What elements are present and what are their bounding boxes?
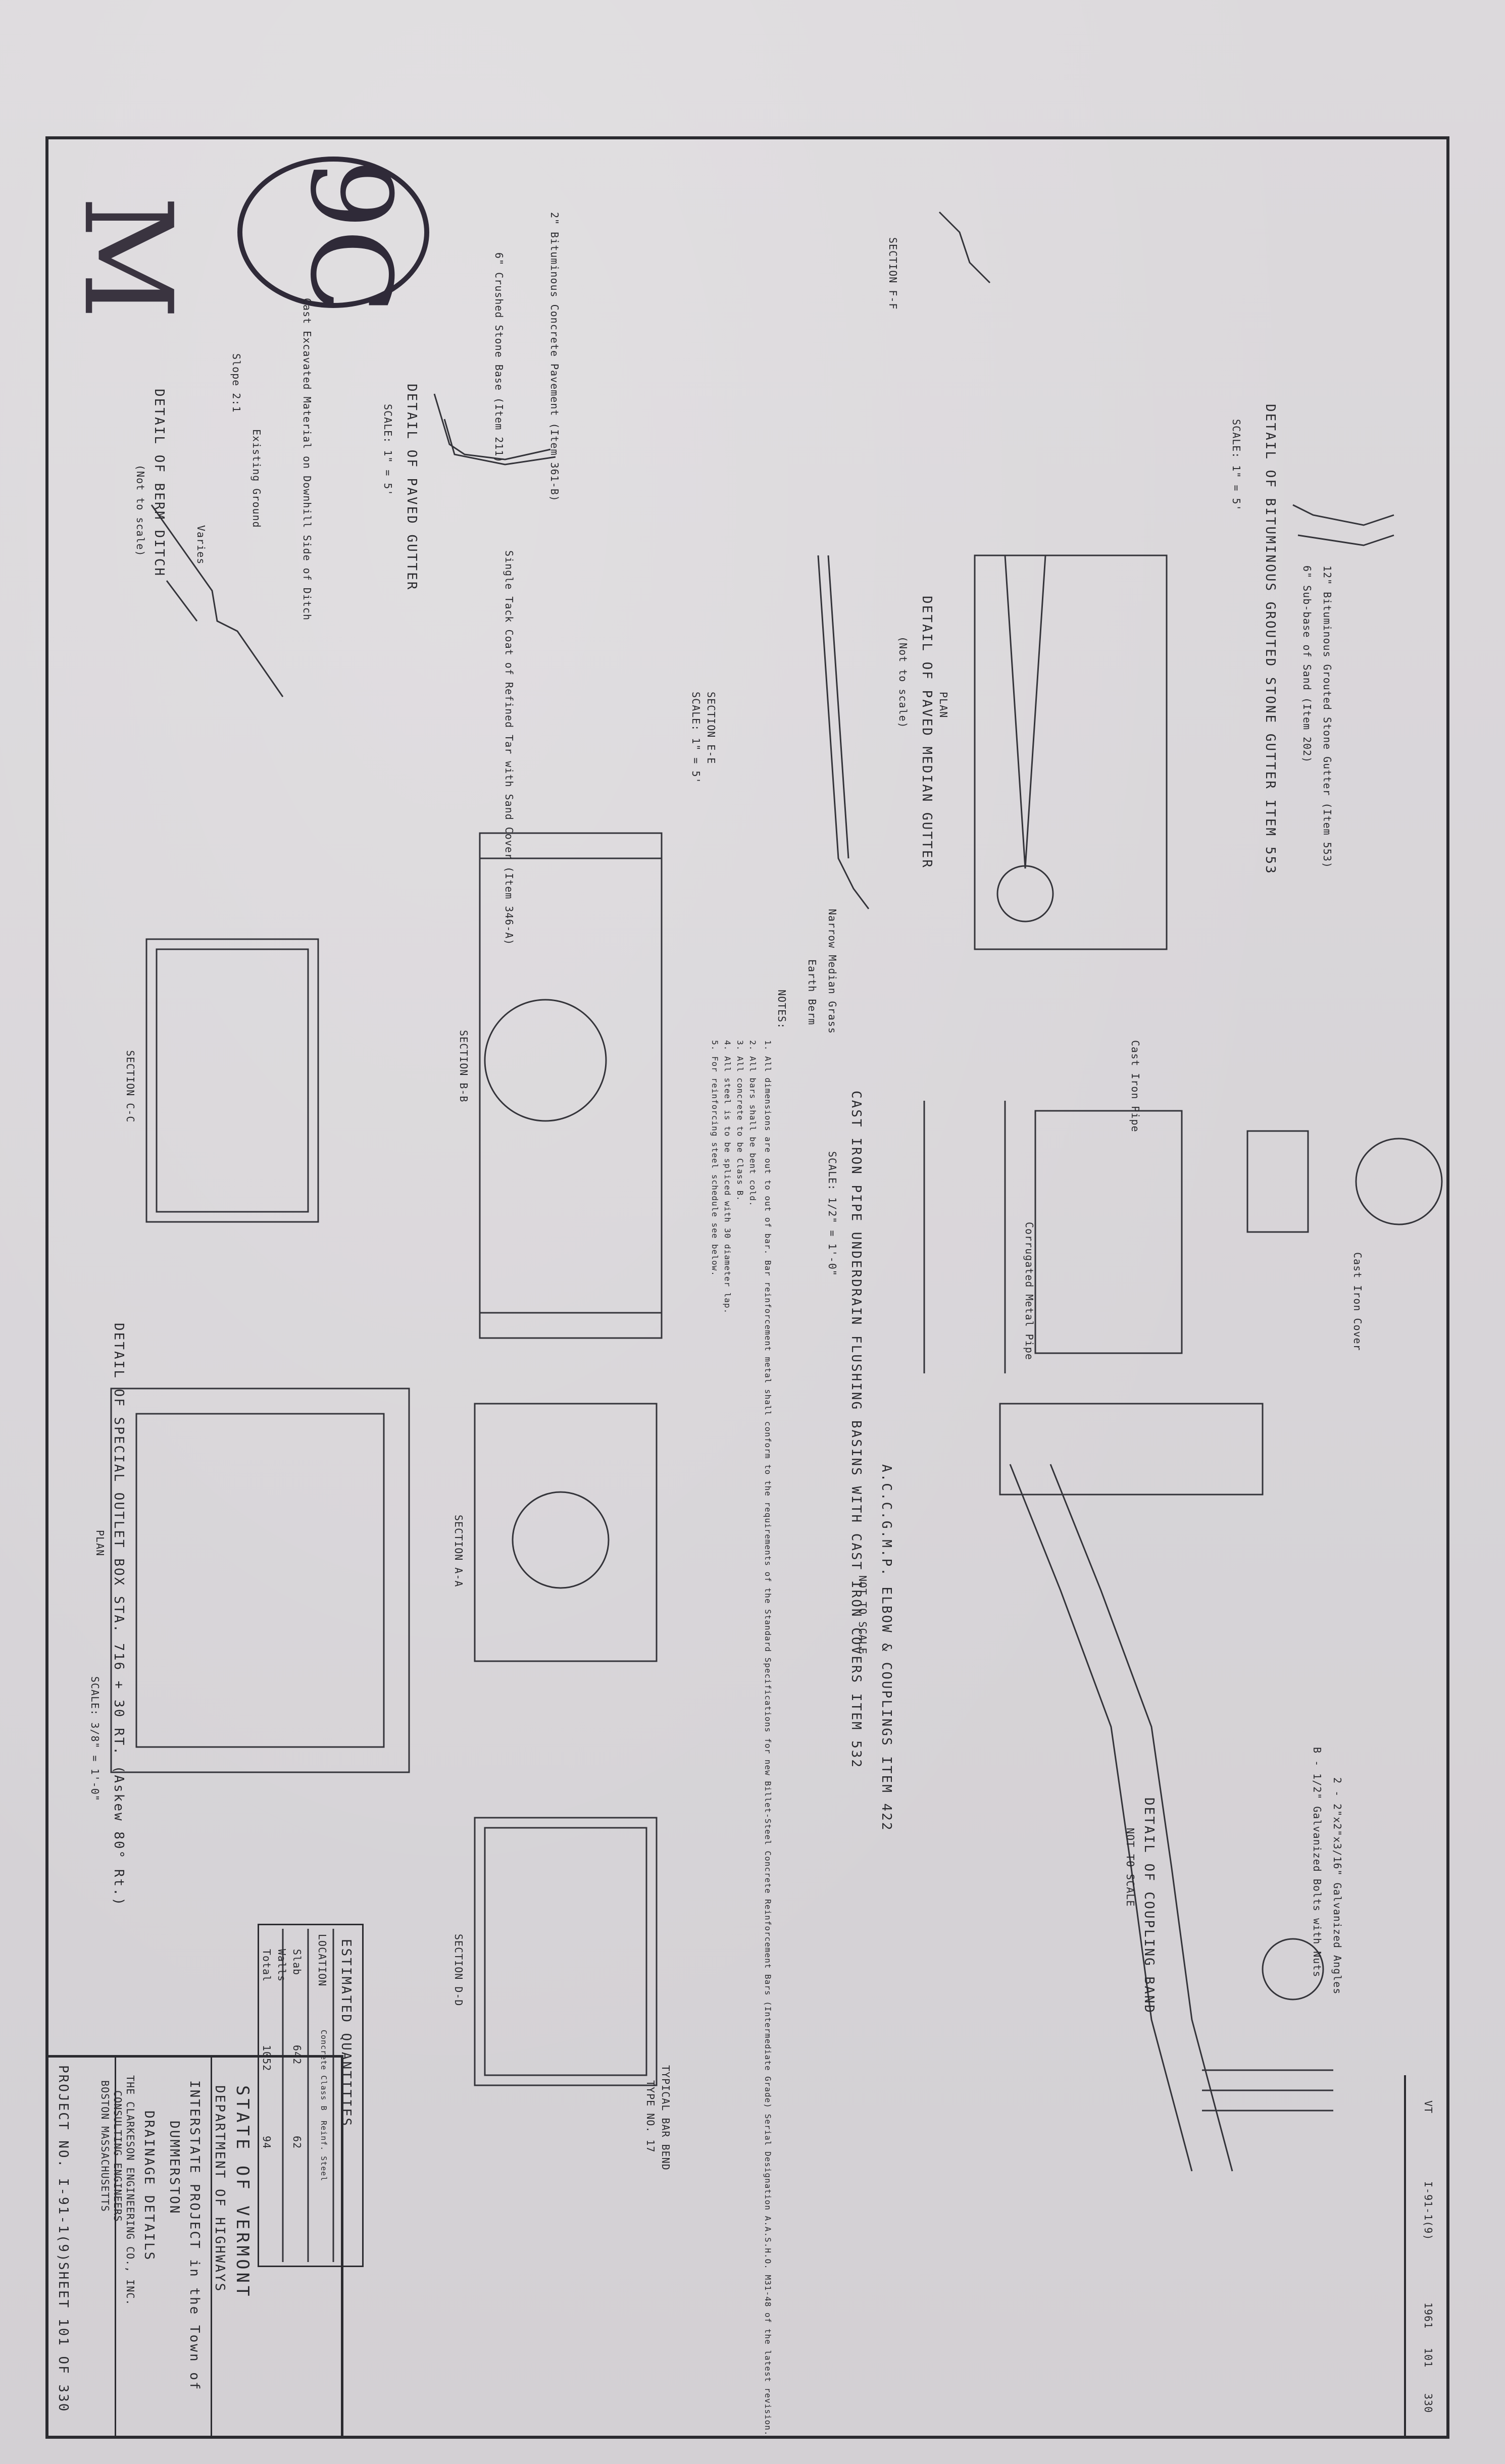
section-ee-label: SECTION E-E bbox=[705, 692, 717, 764]
coupling-band-angles: 2 - 2"x2"x3/16" Galvanized Angles bbox=[1331, 1777, 1343, 1995]
underdrain-cover: Cast Iron Cover bbox=[1351, 1252, 1364, 1351]
underdrain-scale: SCALE: 1/2" = 1'-0" bbox=[826, 1151, 838, 1276]
tb-dept: DEPARTMENT OF HIGHWAYS bbox=[212, 2085, 227, 2293]
tb-state: STATE OF VERMONT bbox=[232, 2085, 253, 2299]
paved-gutter-profile bbox=[433, 393, 551, 460]
tb-project-no: PROJECT NO. I-91-1(9) bbox=[56, 2065, 71, 2263]
underdrain-cmp: Corrugated Metal Pipe bbox=[1023, 1222, 1035, 1360]
tb-sheet-title: DRAINAGE DETAILS bbox=[141, 2111, 157, 2262]
median-gutter-earth: Earth Berm bbox=[806, 959, 818, 1025]
coupling-band-scale: NOT TO SCALE bbox=[1124, 1828, 1136, 1907]
estimated-quantities-table bbox=[258, 1924, 364, 2267]
section-cc-outline bbox=[145, 938, 319, 1223]
eq-row-total-label: Total bbox=[261, 1949, 273, 1982]
paved-gutter-tack: Single Tack Coat of Refined Tar with San… bbox=[503, 550, 515, 946]
elbow-scale: NOT TO SCALE bbox=[857, 1575, 869, 1655]
berm-ditch-scale: (Not to scale) bbox=[134, 465, 146, 557]
paved-gutter-pavement: 2" Bituminous Concrete Pavement (Item 36… bbox=[548, 212, 561, 502]
flushing-basin bbox=[1034, 1110, 1183, 1354]
stone-gutter-grouted: 12" Bituminous Grouted Stone Gutter (Ite… bbox=[1321, 566, 1333, 868]
berm-ditch-note: Cast Excavated Material on Downhill Side… bbox=[301, 298, 313, 621]
note-2: 2. All bars shall be bent cold. bbox=[748, 1040, 758, 1207]
tb-firm2: CONSULTING ENGINEERS bbox=[112, 2090, 124, 2222]
stone-gutter-subbase: 6" Sub-base of Sand (Item 202) bbox=[1301, 566, 1313, 763]
elbow-pipe-centerline bbox=[1009, 1464, 1193, 2172]
stamp-sheet: 101 bbox=[1422, 2348, 1434, 2368]
stone-gutter-profile bbox=[1292, 504, 1394, 526]
outlet-box-plan-label: PLAN bbox=[94, 1530, 106, 1557]
median-gutter-narrow: Narrow Median Grass bbox=[826, 909, 838, 1034]
stamp-total: 330 bbox=[1422, 2393, 1434, 2414]
elbow-title: A.C.C.G.M.P. ELBOW & COUPLINGS ITEM 422 bbox=[879, 1464, 894, 1832]
project-stamp bbox=[1404, 2075, 1449, 2439]
bar-bend-title: TYPICAL BAR BEND bbox=[660, 2065, 672, 2171]
paved-gutter-base: 6" Crushed Stone Base (Item 211) bbox=[493, 252, 505, 464]
underdrain-pipe: Cast Iron Pipe bbox=[1129, 1040, 1141, 1133]
outlet-box-scale: SCALE: 3/8" = 1'-0" bbox=[89, 1676, 101, 1802]
outlet-box-title: DETAIL OF SPECIAL OUTLET BOX STA. 716 + … bbox=[111, 1323, 126, 1907]
stamp-state: VT bbox=[1422, 2100, 1434, 2114]
paved-gutter-scale: SCALE: 1" = 5' bbox=[382, 404, 394, 496]
outlet-box-plan bbox=[110, 1388, 410, 1773]
median-gutter-title: DETAIL OF PAVED MEDIAN GUTTER bbox=[919, 596, 934, 869]
section-ff-label: SECTION F-F bbox=[887, 237, 899, 310]
tb-project: INTERSTATE PROJECT in the Town of bbox=[187, 2080, 202, 2391]
section-bb-label: SECTION B-B bbox=[458, 1030, 470, 1103]
underdrain-title: CAST IRON PIPE UNDERDRAIN FLUSHING BASIN… bbox=[848, 1091, 864, 1769]
notes-title: NOTES: bbox=[776, 990, 788, 1030]
eq-row-walls-label: Walls bbox=[276, 1949, 288, 1982]
paved-gutter-title: DETAIL OF PAVED GUTTER bbox=[404, 384, 419, 591]
cast-iron-cover-circle bbox=[1355, 1138, 1443, 1225]
stamp-project: I-91-1(9) bbox=[1422, 2181, 1434, 2241]
sheet-border bbox=[45, 136, 1449, 2439]
note-5: 5. For reinforcing steel schedule see be… bbox=[710, 1040, 720, 1276]
berm-ditch-title: DETAIL OF BERM DITCH bbox=[152, 389, 167, 578]
bar-bend-type: TYPE NO. 17 bbox=[644, 2080, 657, 2153]
eq-row-slab-label: Slab bbox=[291, 1949, 303, 1976]
note-1: 1. All dimensions are out to out of bar.… bbox=[763, 1040, 773, 2436]
section-dd-label: SECTION D-D bbox=[453, 1934, 465, 2007]
section-aa-label: SECTION A-A bbox=[453, 1515, 465, 1587]
stamp-year: 1961 bbox=[1422, 2302, 1434, 2329]
section-dd-outline bbox=[474, 1817, 658, 2086]
section-aa-outline bbox=[474, 1403, 658, 1662]
tb-sheet: SHEET 101 OF 330 bbox=[56, 2262, 71, 2413]
stone-gutter-scale: SCALE: 1" = 5' bbox=[1230, 419, 1242, 511]
median-gutter-plan bbox=[974, 554, 1168, 950]
section-cc-label: SECTION C-C bbox=[124, 1050, 136, 1123]
note-3: 3. All concrete to be Class B. bbox=[735, 1040, 745, 1201]
section-bb-outline bbox=[479, 832, 663, 1339]
berm-ditch-slope: Slope 2:1 bbox=[230, 353, 242, 413]
title-block bbox=[45, 2055, 343, 2439]
circled-mark: 9C bbox=[237, 157, 429, 314]
median-gutter-scale: (Not to scale) bbox=[897, 636, 909, 729]
coupling-band-bolts: B - 1/2" Galvanized Bolts with Nuts bbox=[1311, 1747, 1323, 1978]
section-ee-scale: SCALE: 1" = 5' bbox=[690, 692, 702, 784]
eq-header-location: LOCATION bbox=[316, 1934, 328, 1987]
stone-gutter-title: DETAIL OF BITUMINOUS GROUTED STONE GUTTE… bbox=[1263, 404, 1278, 875]
section-ff-profile bbox=[938, 211, 991, 284]
coupling-band-circle bbox=[1262, 1938, 1324, 2000]
berm-ditch-varies: Varies bbox=[195, 525, 207, 565]
median-gutter-plan-label: PLAN bbox=[937, 692, 949, 718]
berm-ditch-profile bbox=[150, 504, 284, 697]
tb-city: BOSTON MASSACHUSETTS bbox=[99, 2080, 111, 2212]
note-4: 4. All steel is to be spliced with 30 di… bbox=[723, 1040, 732, 1314]
berm-ditch-existing: Existing Ground bbox=[250, 429, 263, 528]
coupling-band-title: DETAIL OF COUPLING BAND bbox=[1141, 1798, 1157, 2015]
section-ee-profile bbox=[817, 555, 870, 909]
tb-town: DUMMERSTON bbox=[167, 2121, 182, 2215]
tb-firm: THE CLARKESON ENGINEERING CO., INC. bbox=[124, 2075, 136, 2306]
